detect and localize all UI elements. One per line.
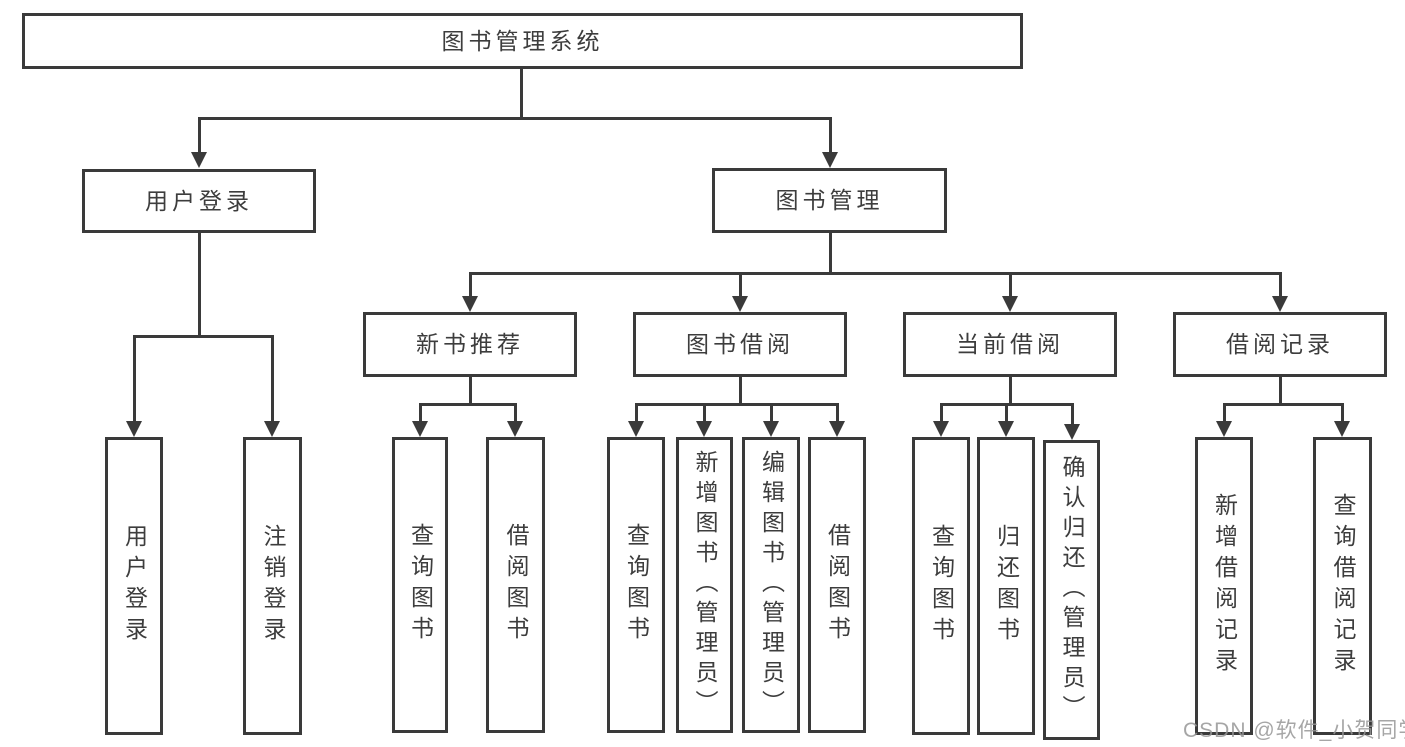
connector-arrow-stem [940, 403, 943, 425]
node-current-borrow: 当前借阅 [903, 312, 1117, 377]
connector-arrow-stem [703, 403, 706, 425]
leaf-bb-add-books-admin: 新增图书（管理员） [676, 437, 733, 733]
arrow-down-icon [1216, 421, 1232, 437]
connector-arrow-stem [1279, 272, 1282, 300]
connector-arrow-stem [198, 117, 201, 155]
connector-stem [469, 377, 472, 405]
connector-arrow-stem [419, 403, 422, 425]
arrow-down-icon [696, 421, 712, 437]
arrow-down-icon [191, 152, 207, 168]
arrow-down-icon [628, 421, 644, 437]
connector-arrow-stem [1009, 272, 1012, 300]
connector-book-mgmt-stem [829, 233, 832, 274]
connector-stem [1009, 377, 1012, 405]
node-root: 图书管理系统 [22, 13, 1023, 69]
connector-leaf-bus [1223, 403, 1344, 406]
connector-arrow-stem [829, 117, 832, 155]
connector-stem [739, 377, 742, 405]
connector-arrow-stem [1223, 403, 1226, 425]
arrow-down-icon [933, 421, 949, 437]
connector-user-login-stem [198, 233, 201, 337]
connector-arrow-stem [1341, 403, 1344, 425]
arrow-down-icon [822, 152, 838, 168]
connector-root-stem [520, 69, 523, 117]
arrow-down-icon [763, 421, 779, 437]
leaf-cb-confirm-return-admin: 确认归还（管理员） [1043, 440, 1100, 740]
arrow-down-icon [1064, 424, 1080, 440]
arrow-down-icon [732, 296, 748, 312]
connector-arrow-stem [739, 272, 742, 300]
connector-level2-bus [198, 117, 832, 120]
arrow-down-icon [1272, 296, 1288, 312]
leaf-cb-return-books: 归还图书 [977, 437, 1035, 735]
leaf-logout: 注销登录 [243, 437, 302, 735]
connector-arrow-stem [133, 335, 136, 423]
node-new-book-recommend: 新书推荐 [363, 312, 577, 377]
node-book-management: 图书管理 [712, 168, 947, 233]
arrow-down-icon [126, 421, 142, 437]
connector-arrow-stem [1071, 403, 1074, 427]
arrow-down-icon [998, 421, 1014, 437]
connector-stem [1279, 377, 1282, 405]
node-user-login: 用户登录 [82, 169, 316, 233]
arrow-down-icon [1002, 296, 1018, 312]
leaf-nb-borrow-books: 借阅图书 [486, 437, 545, 733]
leaf-br-query-record: 查询借阅记录 [1313, 437, 1372, 735]
leaf-bb-query-books: 查询图书 [607, 437, 665, 733]
arrow-down-icon [507, 421, 523, 437]
leaf-bb-edit-books-admin: 编辑图书（管理员） [742, 437, 800, 733]
node-book-borrow: 图书借阅 [633, 312, 847, 377]
leaf-br-add-record: 新增借阅记录 [1195, 437, 1253, 735]
connector-arrow-stem [1005, 403, 1008, 425]
connector-level3-bus [469, 272, 1281, 275]
arrow-down-icon [1334, 421, 1350, 437]
connector-arrow-stem [469, 272, 472, 300]
connector-arrow-stem [514, 403, 517, 425]
connector-arrow-stem [271, 335, 274, 423]
connector-leaf-bus [419, 403, 517, 406]
node-borrow-records: 借阅记录 [1173, 312, 1387, 377]
leaf-nb-query-books: 查询图书 [392, 437, 448, 733]
leaf-user-login: 用户登录 [105, 437, 163, 735]
connector-user-login-bus [133, 335, 274, 338]
arrow-down-icon [264, 421, 280, 437]
csdn-watermark: CSDN @软件_小贺同学 [1183, 719, 1405, 742]
arrow-down-icon [829, 421, 845, 437]
connector-arrow-stem [770, 403, 773, 425]
arrow-down-icon [412, 421, 428, 437]
connector-arrow-stem [635, 403, 638, 425]
leaf-bb-borrow-books: 借阅图书 [808, 437, 866, 733]
arrow-down-icon [462, 296, 478, 312]
connector-arrow-stem [836, 403, 839, 425]
leaf-cb-query-books: 查询图书 [912, 437, 970, 735]
connector-leaf-bus [635, 403, 839, 406]
